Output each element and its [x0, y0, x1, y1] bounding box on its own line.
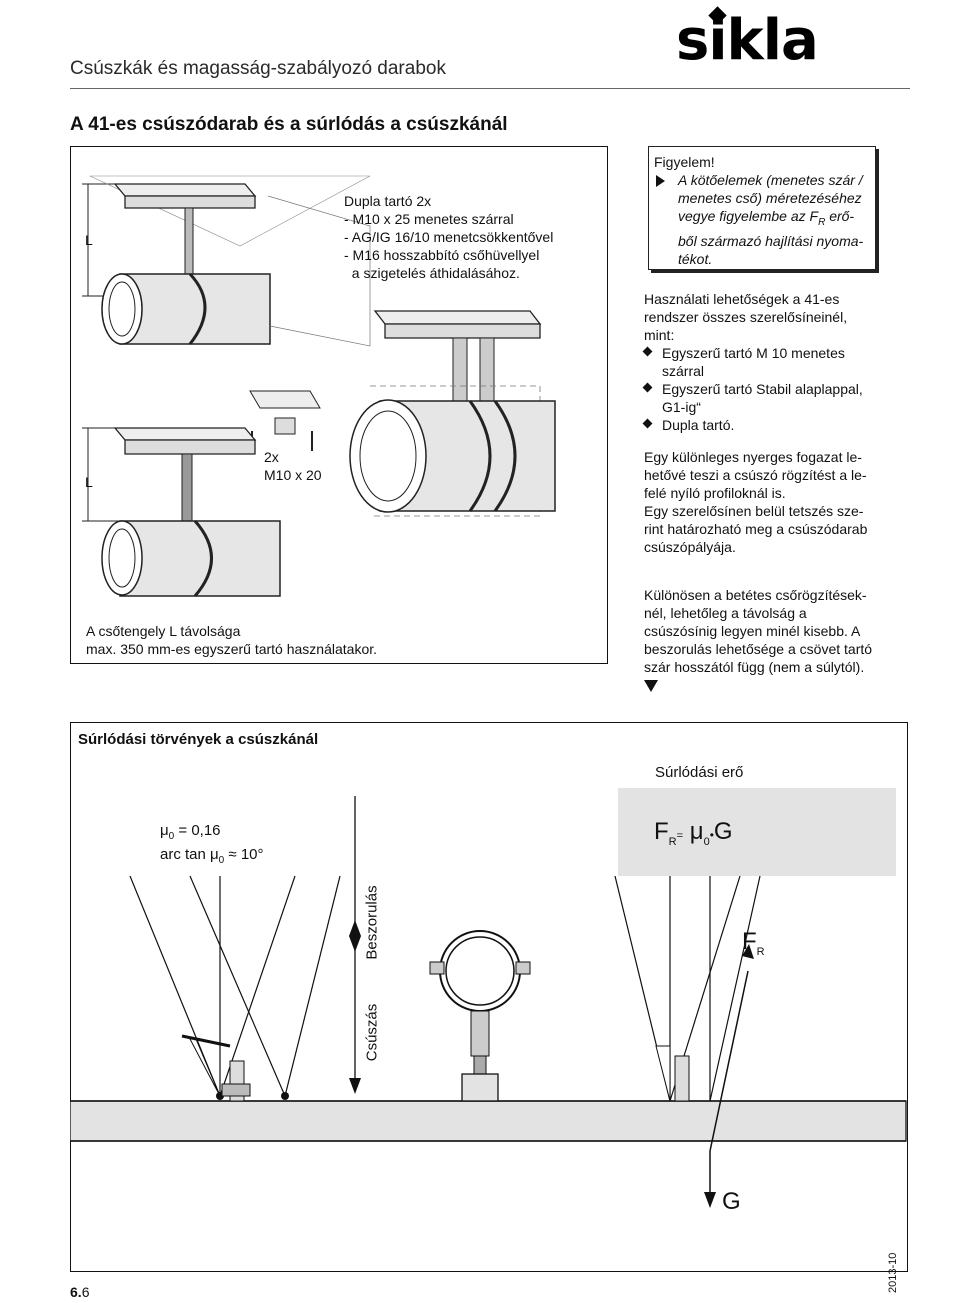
dimension-label-top: L: [85, 232, 93, 248]
para1-line-5: rint határozható meg a csúszódarab: [644, 521, 868, 537]
diamond-bullet-icon: [642, 382, 653, 393]
warning-line-5: tékot.: [678, 250, 713, 267]
warning-line-3-sub: R: [818, 216, 826, 228]
formula-dot: •: [709, 828, 714, 842]
warning-line-1: A kötőelemek (menetes szár /: [678, 172, 863, 188]
friction-force-title: Súrlódási erő: [655, 764, 744, 781]
mu-value: = 0,16: [174, 822, 221, 839]
warning-line-3b: erő-: [825, 208, 855, 224]
label-slide-wrapper: Csúszás: [360, 1000, 382, 1070]
warning-body: A kötőelemek (menetes szár / menetes cső…: [654, 171, 876, 268]
usage-item-1-line-2: szárral: [662, 363, 705, 379]
label-jam-wrapper: Beszorulás: [360, 885, 382, 960]
header-divider: [70, 88, 910, 89]
friction-title-bar: [70, 722, 908, 757]
warning-box: [648, 146, 876, 270]
down-arrow-icon: [644, 680, 658, 692]
para2-line-5: szár hosszától függ (nem a súlytól).: [644, 659, 865, 675]
bolt-count: 2x: [264, 449, 279, 465]
double-bracket-line-1: - M10 x 25 menetes szárral: [344, 211, 514, 227]
double-bracket-line-2: - AG/IG 16/10 menetcsökkentővel: [344, 229, 554, 245]
arc-sub: 0: [218, 855, 225, 866]
label-jam: Beszorulás: [363, 885, 381, 960]
paragraph-1: Egy különleges nyerges fogazat le- hetőv…: [644, 448, 904, 556]
usage-intro-1: Használati lehetőségek a 41-es: [644, 291, 840, 307]
formula-g: G: [713, 818, 733, 845]
formula-eq: =: [676, 830, 684, 842]
usage-item-3-line-1: Dupla tartó.: [662, 417, 735, 433]
mu-sub: 0: [168, 831, 175, 842]
double-bracket-line-3: - M16 hosszabbító csőhüvellyel: [344, 247, 540, 263]
usage-intro-3: mint:: [644, 327, 675, 343]
warning-text: Figyelem! A kötőelemek (menetes szár / m…: [654, 153, 876, 268]
para1-line-3: felé nyíló profiloknál is.: [644, 485, 786, 501]
usage-list: Egyszerű tartó M 10 menetes szárral Egysz…: [642, 344, 894, 434]
play-arrow-icon: [656, 175, 665, 187]
usage-item-3: Dupla tartó.: [642, 416, 894, 434]
usage-item-1-line-1: Egyszerű tartó M 10 menetes: [662, 345, 845, 361]
mu-values: μ0 = 0,16 arc tan μ0 ≈ 10°: [160, 822, 264, 870]
header-title: Csúszkák és magasság-szabályozó darabok: [70, 58, 446, 79]
double-bracket-note: Dupla tartó 2x - M10 x 25 menetes szárra…: [344, 192, 584, 282]
friction-title: Súrlódási törvények a csúszkánál: [78, 731, 319, 748]
figure-frame: [70, 146, 608, 664]
usage-intro-2: rendszer összes szerelősíneinél,: [644, 309, 848, 325]
para2-line-4: beszorulás lehetősége a csövet tartó: [644, 641, 873, 657]
fr-f: F: [742, 928, 757, 955]
arc-tan-label: arc tan μ: [160, 846, 219, 863]
figure-caption: A csőtengely L távolsága max. 350 mm-es …: [86, 622, 377, 658]
warning-line-3a: vegye figyelembe az F: [678, 208, 819, 224]
warning-line-4: ből származó hajlítási nyoma-: [678, 232, 864, 249]
fr-r: R: [756, 945, 765, 958]
page-number-bold: 6.: [70, 1284, 82, 1300]
para1-line-2: hetővé teszi a csúszó rögzítést a le-: [644, 467, 867, 483]
approx-sign: ≈: [228, 846, 237, 863]
usage-item-2-line-2: G1-ig“: [662, 399, 701, 415]
para1-line-4: Egy szerelősínen belül tetszés sze-: [644, 503, 864, 519]
double-bracket-line-4: a szigetelés áthidalásához.: [344, 265, 520, 281]
formula-f: F: [654, 818, 669, 845]
page-number: 6.6: [70, 1284, 89, 1300]
warning-line-3: vegye figyelembe az FR erő-: [678, 207, 876, 232]
usage-item-2-line-1: Egyszerű tartó Stabil alaplappal,: [662, 381, 863, 397]
g-label: G: [722, 1188, 741, 1215]
para2-line-1: Különösen a betétes csőrögzítések-: [644, 587, 867, 603]
para1-line-1: Egy különleges nyerges fogazat le-: [644, 449, 862, 465]
diamond-bullet-icon: [642, 418, 653, 429]
warning-line-2: menetes cső) méretezéséhez: [678, 190, 862, 206]
usage-item-2: Egyszerű tartó Stabil alaplappal, G1-ig“: [642, 380, 894, 416]
bolt-size: M10 x 20: [264, 467, 322, 483]
usage-item-1: Egyszerű tartó M 10 menetes szárral: [642, 344, 894, 380]
section-title: A 41-es csúszódarab és a súrlódás a csús…: [70, 114, 508, 135]
diamond-bullet-icon: [642, 346, 653, 357]
dimension-label-bottom: L: [85, 474, 93, 490]
para2-line-2: nél, lehetőleg a távolság a: [644, 605, 807, 621]
fr-label: FR: [742, 928, 765, 958]
page-number-value: 6: [81, 1284, 90, 1300]
bracket-illustrations: [82, 175, 556, 597]
para2-line-3: csúszósínig legyen minél kisebb. A: [644, 623, 861, 639]
date-stamp: 2013-10: [887, 1252, 899, 1293]
formula-box: [618, 788, 896, 876]
formula-r: R: [668, 835, 677, 848]
warning-title: Figyelem!: [654, 154, 715, 170]
logo-text: sikla: [676, 8, 819, 73]
para1-line-6: csúszópályája.: [644, 539, 736, 555]
formula-mu: μ: [689, 818, 704, 845]
usage-section: Használati lehetőségek a 41-es rendszer …: [642, 290, 894, 434]
friction-diagram: [70, 796, 907, 1208]
figure-caption-line-2: max. 350 mm-es egyszerű tartó használata…: [86, 641, 378, 657]
bolt-label: 2x M10 x 20: [264, 448, 322, 484]
arc-value: 10°: [240, 846, 264, 863]
double-bracket-title: Dupla tartó 2x: [344, 193, 432, 209]
label-slide: Csúszás: [363, 1003, 381, 1062]
paragraph-2: Különösen a betétes csőrögzítések- nél, …: [644, 586, 904, 676]
sikla-logo: sikla: [676, 6, 819, 73]
formula-zero: 0: [703, 835, 710, 848]
mu-symbol: μ: [160, 822, 169, 839]
friction-formula: FR= μ0•G: [654, 818, 733, 848]
figure-caption-line-1: A csőtengely L távolsága: [86, 623, 241, 639]
logo-diamond-icon: [708, 6, 727, 25]
